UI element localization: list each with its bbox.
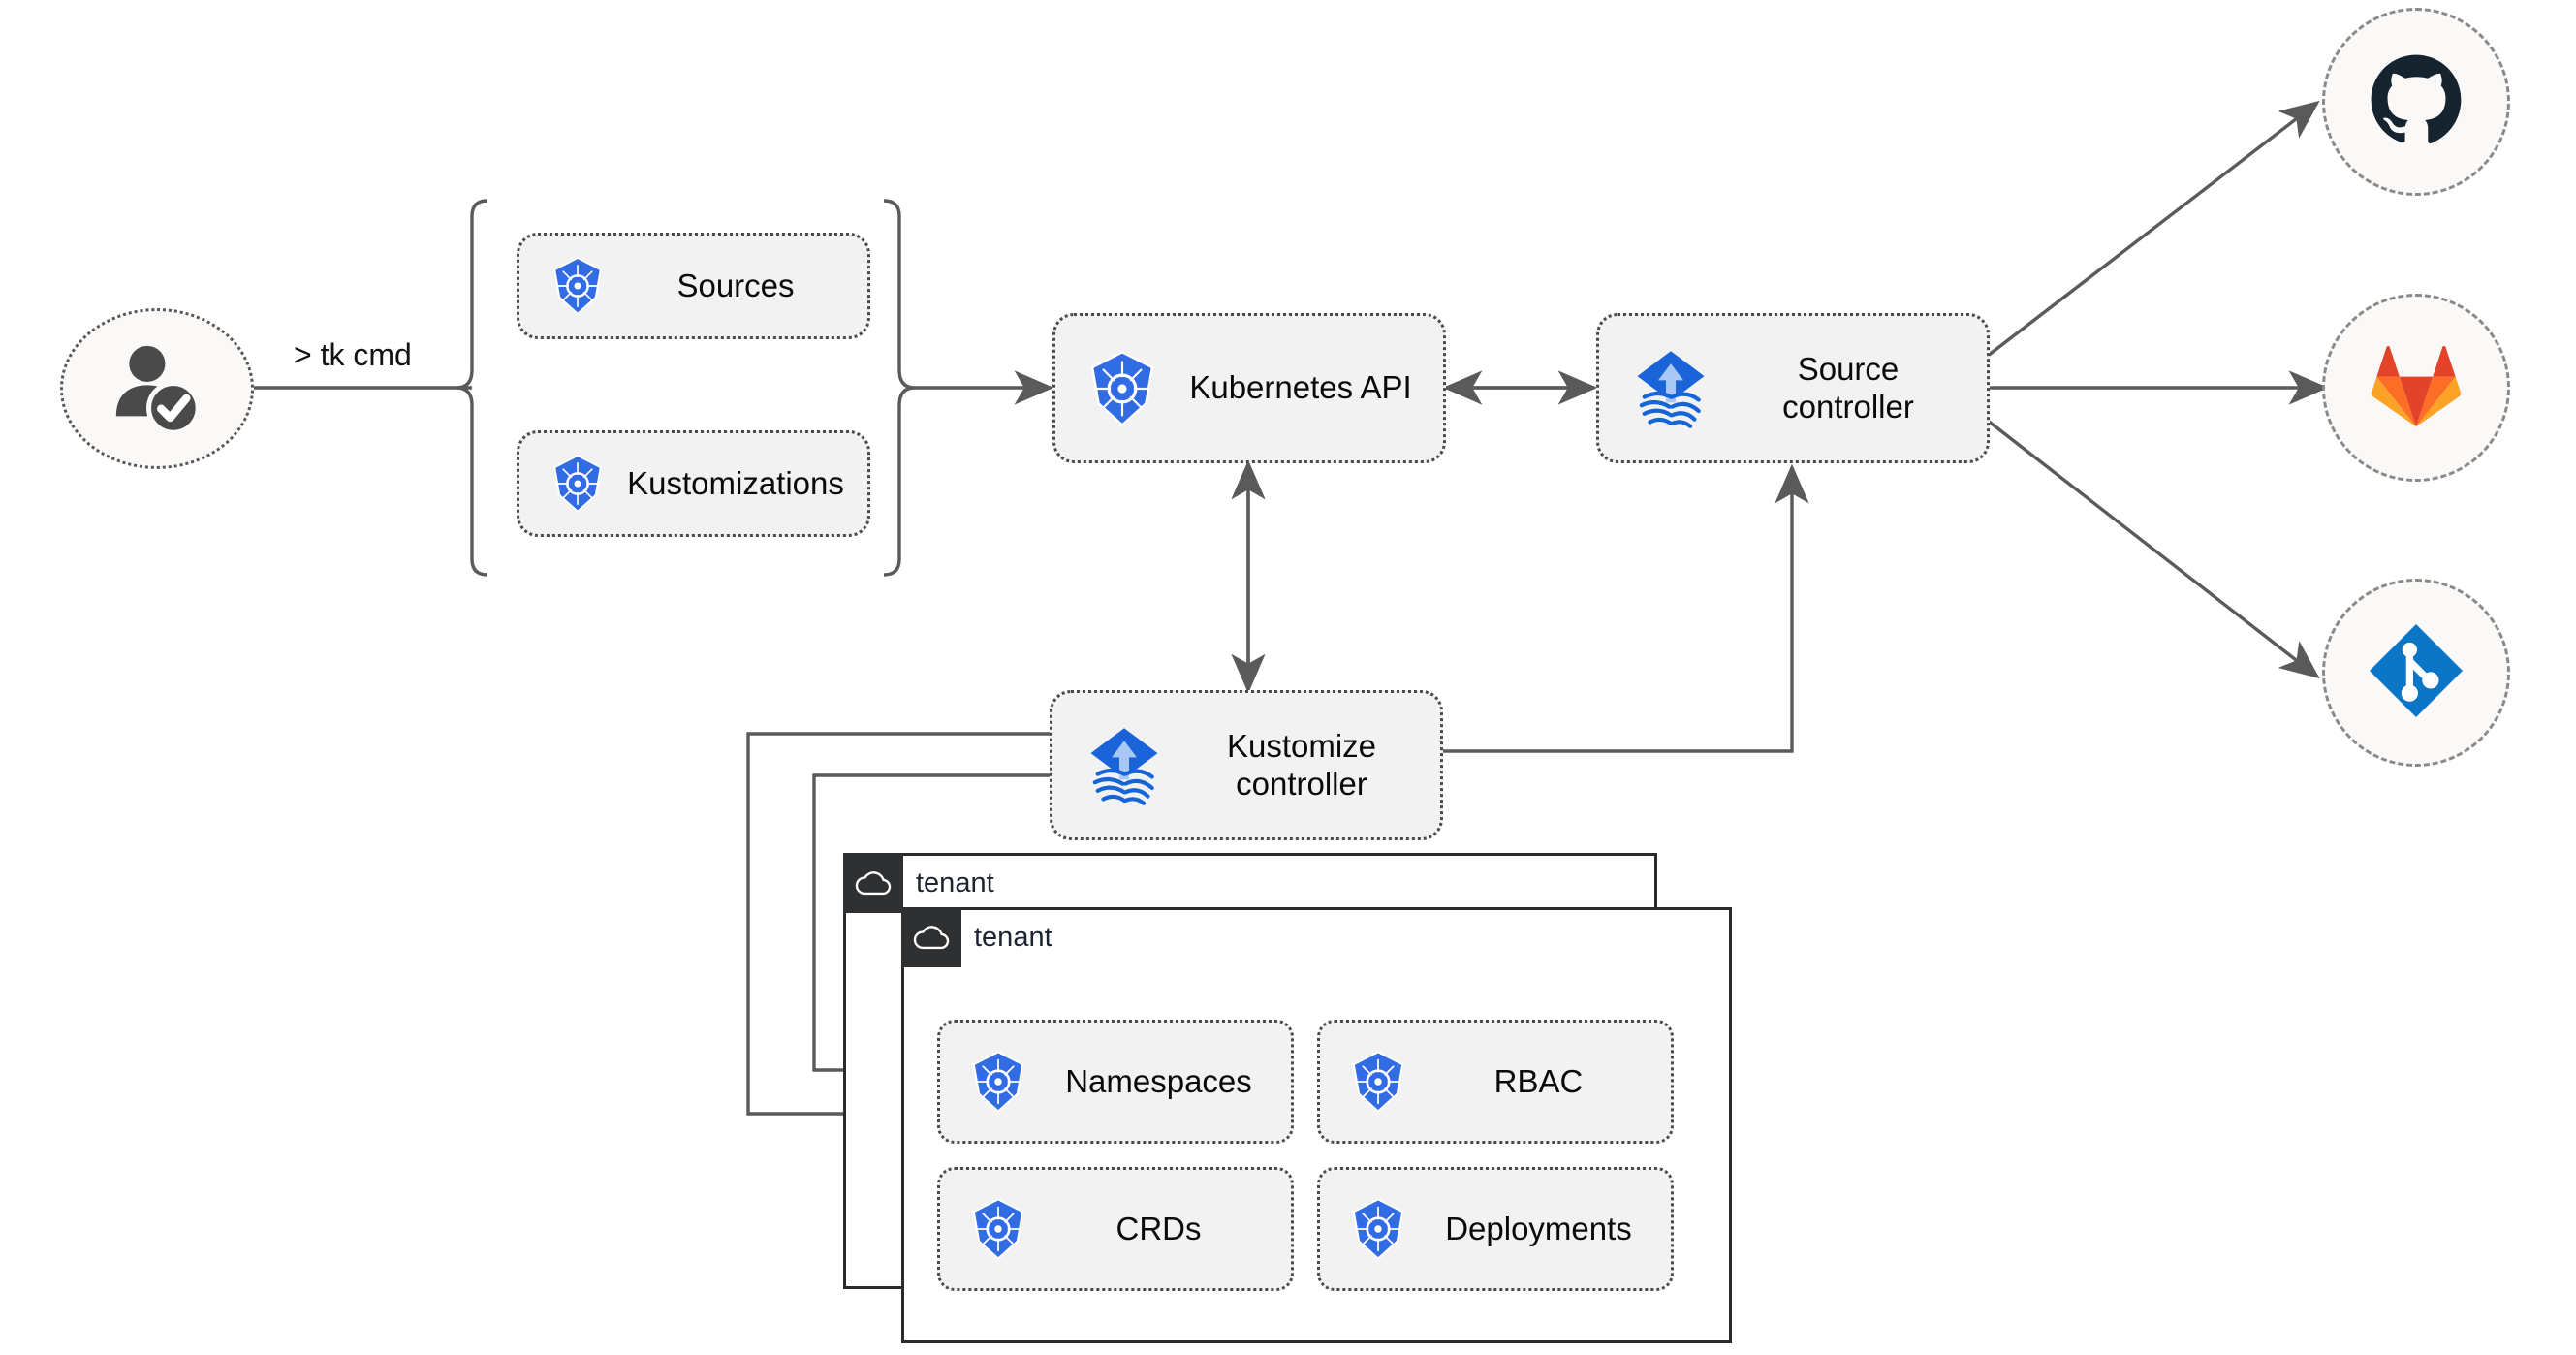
user-verified-icon xyxy=(105,334,209,444)
kubernetes-icon xyxy=(546,254,610,318)
resource-label: Deployments xyxy=(1445,1210,1632,1246)
resource-label: Namespaces xyxy=(1065,1062,1252,1099)
resource-card-kustomizations[interactable]: Kustomizations xyxy=(517,430,870,537)
cloud-icon xyxy=(843,853,903,913)
kubernetes-icon xyxy=(546,452,610,516)
provider-github[interactable] xyxy=(2322,8,2510,196)
tenant-container-front[interactable]: tenant Namespaces xyxy=(901,907,1732,1343)
command-label: > tk cmd xyxy=(294,337,412,372)
node-label: Source controller xyxy=(1782,350,1914,425)
github-icon xyxy=(2365,48,2467,156)
kubernetes-icon xyxy=(1344,1195,1412,1263)
flux-icon xyxy=(1626,344,1715,433)
provider-gitlab[interactable] xyxy=(2322,294,2510,482)
kustomize-controller-node[interactable]: Kustomize controller xyxy=(1050,690,1443,840)
kubernetes-icon xyxy=(1081,347,1164,430)
kubernetes-icon xyxy=(964,1195,1032,1263)
resource-label: RBAC xyxy=(1493,1062,1584,1099)
actor-node[interactable] xyxy=(60,308,254,469)
kubernetes-icon xyxy=(1344,1048,1412,1116)
tenant-resource-deployments[interactable]: Deployments xyxy=(1317,1167,1674,1291)
tenant-resource-namespaces[interactable]: Namespaces xyxy=(937,1020,1294,1144)
resource-card-sources[interactable]: Sources xyxy=(517,233,870,339)
tenant-resource-crds[interactable]: CRDs xyxy=(937,1167,1294,1291)
tenant-label: tenant xyxy=(974,921,1052,953)
tenant-resource-rbac[interactable]: RBAC xyxy=(1317,1020,1674,1144)
source-controller-node[interactable]: Source controller xyxy=(1596,313,1990,463)
kubernetes-api-node[interactable]: Kubernetes API xyxy=(1052,313,1446,463)
gitlab-icon xyxy=(2368,337,2465,439)
resource-label: CRDs xyxy=(1115,1210,1202,1246)
git-icon xyxy=(2365,619,2467,727)
cloud-icon xyxy=(901,907,961,967)
resource-label: Kustomizations xyxy=(627,464,844,501)
kubernetes-icon xyxy=(964,1048,1032,1116)
node-label: Kustomize controller xyxy=(1226,727,1377,802)
node-label: Kubernetes API xyxy=(1189,369,1412,406)
resource-label: Sources xyxy=(676,267,795,303)
provider-git[interactable] xyxy=(2322,579,2510,767)
flux-icon xyxy=(1080,721,1169,810)
tenant-label: tenant xyxy=(916,867,994,898)
